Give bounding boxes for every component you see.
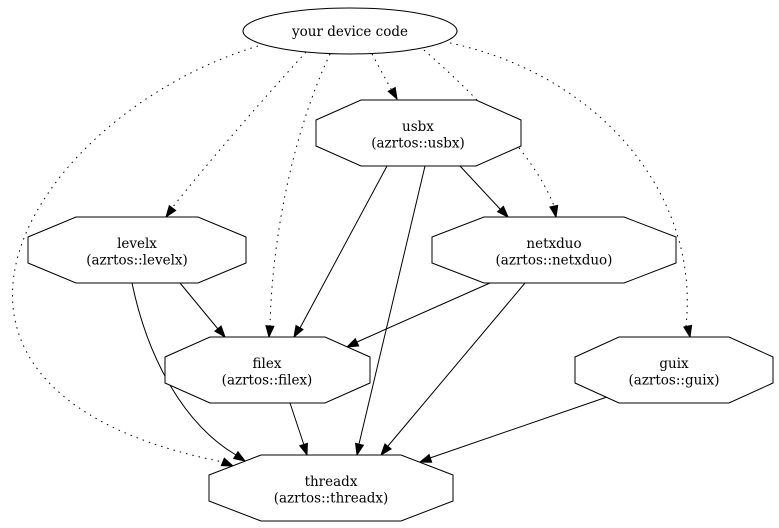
- arrowhead: [293, 324, 304, 339]
- node-threadx-label: threadx: [305, 474, 358, 490]
- arrowhead: [387, 86, 398, 101]
- node-levelx-sublabel: (azrtos::levelx): [86, 253, 188, 269]
- edge-usbx-to-filex: [293, 165, 388, 339]
- edge-filex-to-threadx: [289, 402, 308, 457]
- labels-layer: your device code usbx (azrtos::usbx) lev…: [86, 24, 719, 507]
- node-levelx-octagon: [27, 216, 247, 284]
- edge-device-code-to-filex: [265, 53, 331, 339]
- edge-line: [371, 53, 392, 90]
- node-guix-label: guix: [659, 356, 689, 372]
- node-guix-octagon: [574, 336, 774, 404]
- node-your-device-code-ellipse: [242, 7, 458, 55]
- node-guix-sublabel: (azrtos::guix): [629, 373, 720, 389]
- edge-device-code-to-usbx: [371, 53, 398, 101]
- edge-device-code-to-guix: [449, 42, 693, 339]
- edge-line: [356, 282, 491, 343]
- edge-line: [459, 165, 501, 210]
- node-levelx-label: levelx: [117, 236, 157, 252]
- edge-netxduo-to-threadx: [380, 282, 526, 457]
- arrowhead: [355, 442, 365, 457]
- edge-usbx-to-netxduo: [459, 165, 510, 219]
- node-filex: [164, 336, 371, 404]
- edge-netxduo-to-filex: [345, 282, 491, 348]
- node-filex-sublabel: (azrtos::filex): [222, 373, 313, 389]
- arrowhead: [682, 324, 693, 339]
- node-netxduo-label: netxduo: [526, 236, 581, 252]
- edge-device-code-to-threadx: [11, 45, 259, 467]
- arrowhead: [298, 442, 308, 457]
- node-usbx-octagon: [315, 99, 522, 167]
- edge-line: [179, 282, 219, 330]
- edge-line: [449, 42, 688, 327]
- node-threadx-sublabel: (azrtos::threadx): [274, 491, 389, 507]
- node-your-device-code-label: your device code: [291, 24, 408, 40]
- nodes-layer: [27, 7, 774, 522]
- edge-line: [429, 396, 608, 459]
- arrowhead: [418, 453, 433, 463]
- node-filex-octagon: [164, 336, 371, 404]
- arrowhead: [345, 337, 360, 348]
- edge-device-code-to-levelx: [165, 51, 307, 219]
- arrowhead: [496, 205, 510, 219]
- edge-usbx-to-threadx: [355, 165, 426, 457]
- edge-line: [171, 51, 307, 209]
- edge-line: [358, 165, 426, 445]
- arrowhead: [214, 325, 226, 339]
- node-levelx: [27, 216, 247, 284]
- node-netxduo: [431, 216, 677, 284]
- arrowhead: [265, 325, 275, 339]
- node-netxduo-octagon: [431, 216, 677, 284]
- edge-guix-to-threadx: [418, 396, 608, 463]
- node-guix: [574, 336, 774, 404]
- node-filex-label: filex: [253, 356, 282, 372]
- edge-line: [289, 402, 305, 446]
- edge-line: [387, 282, 526, 447]
- arrowhead: [220, 457, 235, 467]
- arrowhead: [549, 204, 559, 219]
- node-usbx-label: usbx: [402, 119, 434, 135]
- node-threadx-octagon: [208, 454, 454, 522]
- arrowhead: [165, 204, 177, 219]
- edge-levelx-to-threadx: [131, 282, 247, 462]
- node-your-device-code: [242, 7, 458, 55]
- node-netxduo-sublabel: (azrtos::netxduo): [496, 253, 613, 269]
- arrowhead: [232, 450, 247, 462]
- node-usbx-sublabel: (azrtos::usbx): [371, 136, 465, 152]
- edge-line: [299, 165, 388, 329]
- edge-levelx-to-filex: [179, 282, 226, 339]
- arrowhead: [380, 443, 392, 457]
- node-threadx: [208, 454, 454, 522]
- node-usbx: [315, 99, 522, 167]
- edge-line: [131, 282, 237, 456]
